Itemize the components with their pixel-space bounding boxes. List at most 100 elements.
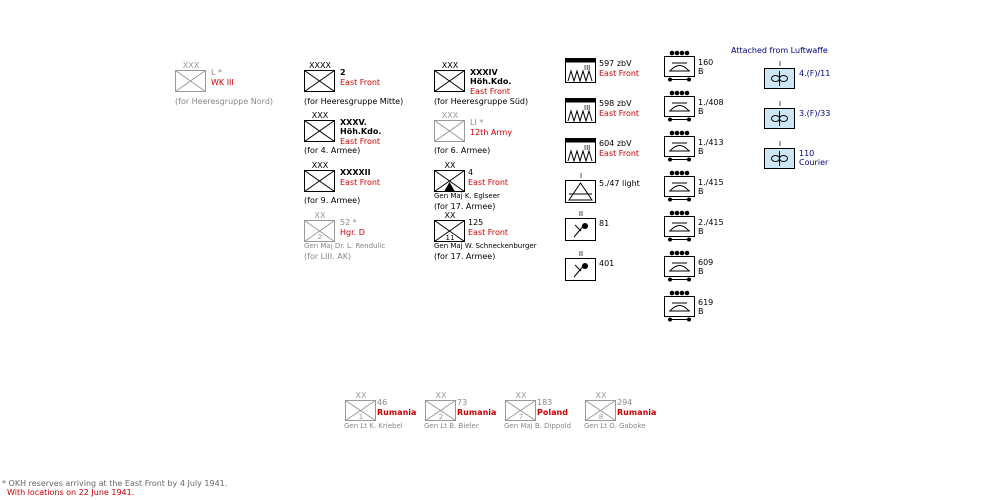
unit-location: East Front [599, 69, 640, 78]
svg-text:I: I [779, 100, 781, 108]
footnote-line-1: * OKH reserves arriving at the East Fron… [2, 479, 228, 488]
unit-commander: Gen Maj W. Schneckenburger [434, 242, 537, 250]
svg-text:2: 2 [439, 413, 443, 421]
unit-number: 110 [799, 149, 815, 158]
unit-location: Rumania [377, 408, 417, 417]
construction-regiment-symbol-604: III [565, 138, 597, 164]
division-symbol-52: XX 2 [304, 211, 336, 242]
unit-location: East Front [470, 87, 511, 96]
unit-number: 46 [377, 398, 388, 407]
construction-regiment-symbol-598: III [565, 98, 597, 124]
signals-battalion-symbol-401: II [565, 250, 597, 282]
unit-location: East Front [468, 178, 509, 187]
unit-type: B [698, 267, 704, 276]
unit-commander: Gen Lt B. Bieler [424, 422, 479, 430]
allied-division-symbol: XX 2 [425, 391, 457, 422]
unit-caption: (for Heeresgruppe Süd) [434, 97, 529, 106]
unit-number: 4.(F)/11 [799, 69, 831, 78]
unit-location: East Front [599, 109, 640, 118]
unit-number: 52 * [340, 218, 357, 227]
division-symbol-125: XX 11 [434, 211, 466, 242]
unit-number: 294 [617, 398, 633, 407]
unit-caption: (for 9. Armee) [304, 196, 361, 205]
unit-number: 73 [457, 398, 468, 407]
bridging-column-symbol [664, 250, 696, 282]
unit-location: East Front [468, 228, 509, 237]
luftwaffe-squadron-symbol: I [764, 140, 796, 172]
unit-number: 125 [468, 218, 484, 227]
unit-number: 160 [698, 58, 714, 67]
svg-text:XXX: XXX [312, 161, 329, 170]
unit-location: East Front [340, 137, 381, 146]
unit-caption: (for 17. Armee) [434, 202, 496, 211]
svg-text:11: 11 [446, 234, 455, 242]
unit-number: 1./408 [698, 98, 724, 107]
unit-commander: Gen Lt K. Kriebel [344, 422, 403, 430]
corps-symbol-42: XXX [304, 161, 336, 192]
luftwaffe-squadron-symbol: I [764, 100, 796, 132]
signals-battalion-symbol-81: II [565, 210, 597, 242]
svg-text:XX: XX [445, 211, 456, 220]
unit-location: 12th Army [470, 128, 513, 137]
unit-location: East Front [599, 149, 640, 158]
army-symbol-2: XXXX [304, 61, 336, 92]
unit-number: 4 [468, 168, 474, 177]
corps-symbol-34: XXX [434, 61, 466, 92]
unit-location: Hgr. D [340, 228, 365, 237]
unit-number: 1./413 [698, 138, 724, 147]
svg-text:III: III [584, 64, 590, 72]
svg-text:XX: XX [596, 391, 607, 400]
allied-division-symbol: XX 8 [585, 391, 617, 422]
unit-number: 2./415 [698, 218, 724, 227]
unit-location: Rumania [457, 408, 497, 417]
svg-text:III: III [584, 104, 590, 112]
unit-caption: (for LIII. AK) [304, 252, 352, 261]
unit-number: 619 [698, 298, 714, 307]
unit-location: East Front [340, 78, 381, 87]
bridging-column-symbol [664, 170, 696, 202]
unit-caption: (for Heeresgruppe Nord) [175, 97, 274, 106]
unit-number: 604 zbV [599, 139, 632, 148]
unit-number: XXXV. [340, 118, 367, 127]
luftwaffe-squadron-symbol: I [764, 60, 796, 92]
unit-number: LI * [470, 118, 484, 127]
unit-number: 401 [599, 259, 615, 268]
unit-location: WK III [211, 78, 234, 87]
svg-text:XX: XX [436, 391, 447, 400]
unit-number: 597 zbV [599, 59, 632, 68]
svg-text:2: 2 [318, 233, 322, 241]
unit-commander: Gen Lt O. Gaboke [584, 422, 646, 430]
svg-text:8: 8 [599, 413, 603, 421]
svg-text:XXXX: XXXX [309, 61, 331, 70]
corps-symbol-L: XXX [175, 61, 207, 92]
bridging-column-symbol [664, 50, 696, 82]
unit-number: L * [211, 68, 222, 77]
svg-text:I: I [779, 60, 781, 68]
unit-number: 598 zbV [599, 99, 632, 108]
unit-type: B [698, 67, 704, 76]
svg-text:XX: XX [516, 391, 527, 400]
footnote-line-2: With locations on 22 June 1941. [7, 488, 135, 497]
unit-number: 5./47 light [599, 179, 640, 188]
unit-location: Rumania [617, 408, 657, 417]
unit-caption: (for Heeresgruppe Mitte) [304, 97, 404, 106]
svg-text:I: I [580, 172, 582, 180]
bridging-column-symbol [664, 90, 696, 122]
svg-text:XXX: XXX [183, 61, 200, 70]
svg-text:XX: XX [315, 211, 326, 220]
construction-regiment-symbol-597: III [565, 58, 597, 84]
unit-location: Poland [537, 408, 568, 417]
unit-caption: (for 6. Armee) [434, 146, 491, 155]
unit-location: East Front [340, 178, 381, 187]
light-battery-symbol-547: I [565, 172, 597, 204]
svg-text:XXX: XXX [442, 61, 459, 70]
unit-number-line2: Höh.Kdo. [340, 127, 382, 136]
corps-symbol-51: XXX [434, 111, 466, 142]
unit-number: XXXXII [340, 168, 371, 177]
svg-text:II: II [579, 210, 583, 218]
unit-number: 3.(F)/33 [799, 109, 831, 118]
unit-commander: Gen Maj Dr. L. Rendulic [304, 242, 386, 250]
svg-text:XX: XX [445, 161, 456, 170]
unit-number: 1./415 [698, 178, 724, 187]
